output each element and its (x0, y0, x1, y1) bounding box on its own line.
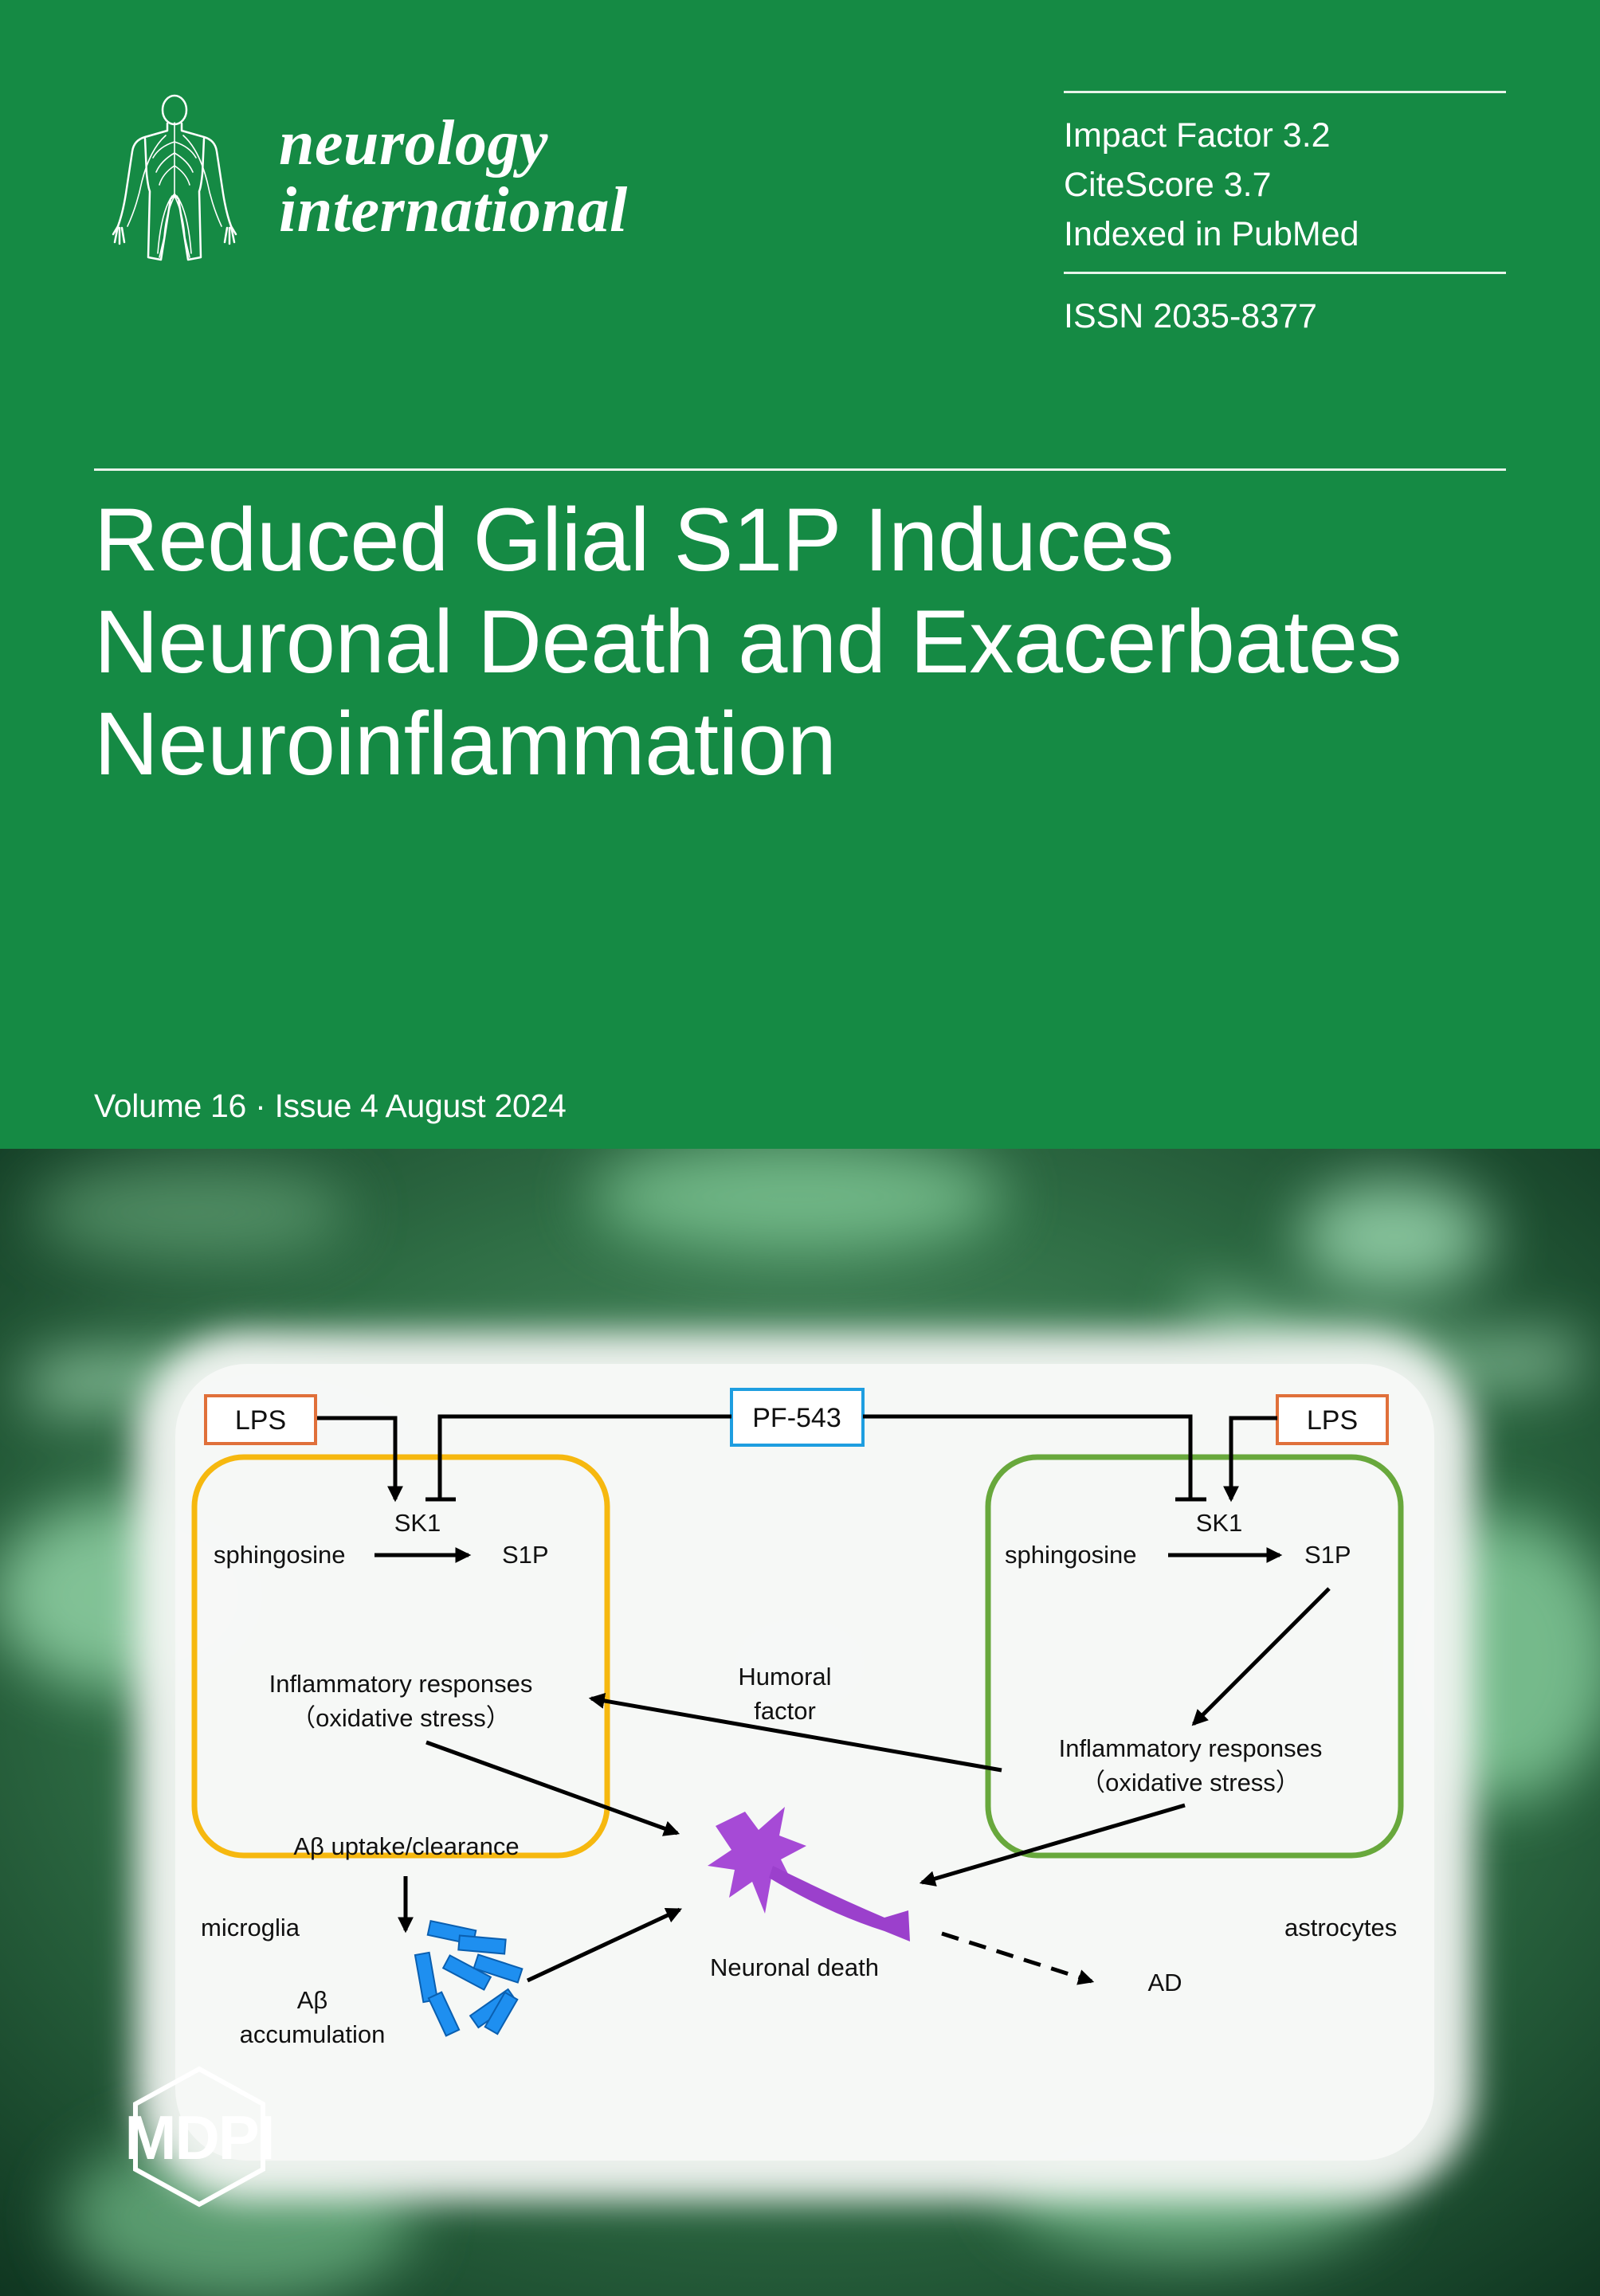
neuron-icon (708, 1807, 910, 1941)
metrics-top-rule (1064, 91, 1506, 93)
effect-arrows (398, 1587, 1331, 1985)
article-title-line-1: Reduced Glial S1P Induces (94, 490, 1175, 590)
lps-box-right (1276, 1394, 1389, 1445)
inflammatory-label-right-line-2: （oxidative stress） (1080, 1769, 1300, 1796)
impact-factor: Impact Factor 3.2 (1064, 116, 1331, 155)
indexing-info: Indexed in PubMed (1064, 215, 1359, 253)
sk1-label-left: SK1 (394, 1509, 441, 1537)
journal-title: neurology international (279, 110, 628, 244)
inflammatory-label-left-line-1: Inflammatory responses (269, 1670, 533, 1698)
article-title-line-3: Neuroinflammation (94, 694, 837, 793)
s1p-label-right: S1P (1304, 1541, 1351, 1569)
citescore: CiteScore 3.7 (1064, 166, 1272, 204)
mdpi-logo: MDPI (125, 2066, 276, 2208)
lps-label-right: LPS (1307, 1405, 1358, 1436)
lps-label-left: LPS (235, 1405, 286, 1436)
diagram-connectors (317, 1414, 1277, 1503)
sk1-label-right: SK1 (1196, 1509, 1243, 1537)
volume-issue-info: Volume 16 · Issue 4 August 2024 (94, 1087, 567, 1124)
abeta-label-line-1: Aβ (297, 1986, 328, 2014)
journal-title-line-2: international (279, 175, 628, 245)
abeta-label-line-2: accumulation (240, 2020, 386, 2048)
microglia-label: microglia (201, 1914, 300, 1941)
pf543-box (730, 1388, 865, 1447)
neuronal-death-label: Neuronal death (710, 1953, 879, 1981)
cover-illustration: LPS LPS PF-543 SK1 SK1 sphingosine S1P s… (0, 1149, 1600, 2296)
title-rule (94, 468, 1506, 471)
article-title-line-2: Neuronal Death and Exacerbates (94, 592, 1402, 692)
journal-title-line-1: neurology (279, 108, 548, 178)
cover-header: neurology international Impact Factor 3.… (94, 91, 1528, 1124)
article-title: Reduced Glial S1P Induces Neuronal Death… (94, 489, 1528, 795)
sphingosine-label-right: sphingosine (1005, 1541, 1136, 1569)
journal-metrics: Impact Factor 3.2 CiteScore 3.7 Indexed … (1064, 91, 1506, 341)
amyloid-beta-icon (414, 1919, 524, 2037)
human-body-nervous-system-icon (112, 94, 237, 261)
astrocyte-cell-outline (985, 1454, 1404, 1859)
ad-label: AD (1147, 1969, 1182, 1996)
humoral-label-line-1: Humoral (738, 1663, 831, 1691)
publisher-name: MDPI (125, 2102, 274, 2173)
metrics-bottom-rule (1064, 272, 1506, 274)
s1p-label-left: S1P (502, 1541, 549, 1569)
uptake-label: Aβ uptake/clearance (293, 1832, 519, 1860)
inflammatory-label-left-line-2: （oxidative stress） (291, 1704, 511, 1732)
microglia-cell-outline (191, 1454, 610, 1859)
humoral-label-line-2: factor (754, 1697, 816, 1725)
inflammatory-label-right-line-1: Inflammatory responses (1059, 1734, 1323, 1762)
astrocytes-label: astrocytes (1284, 1914, 1397, 1941)
sphingosine-label-left: sphingosine (214, 1541, 345, 1569)
pf543-label: PF-543 (752, 1403, 841, 1433)
issn: ISSN 2035-8377 (1064, 297, 1317, 335)
lps-box-left (204, 1394, 317, 1445)
